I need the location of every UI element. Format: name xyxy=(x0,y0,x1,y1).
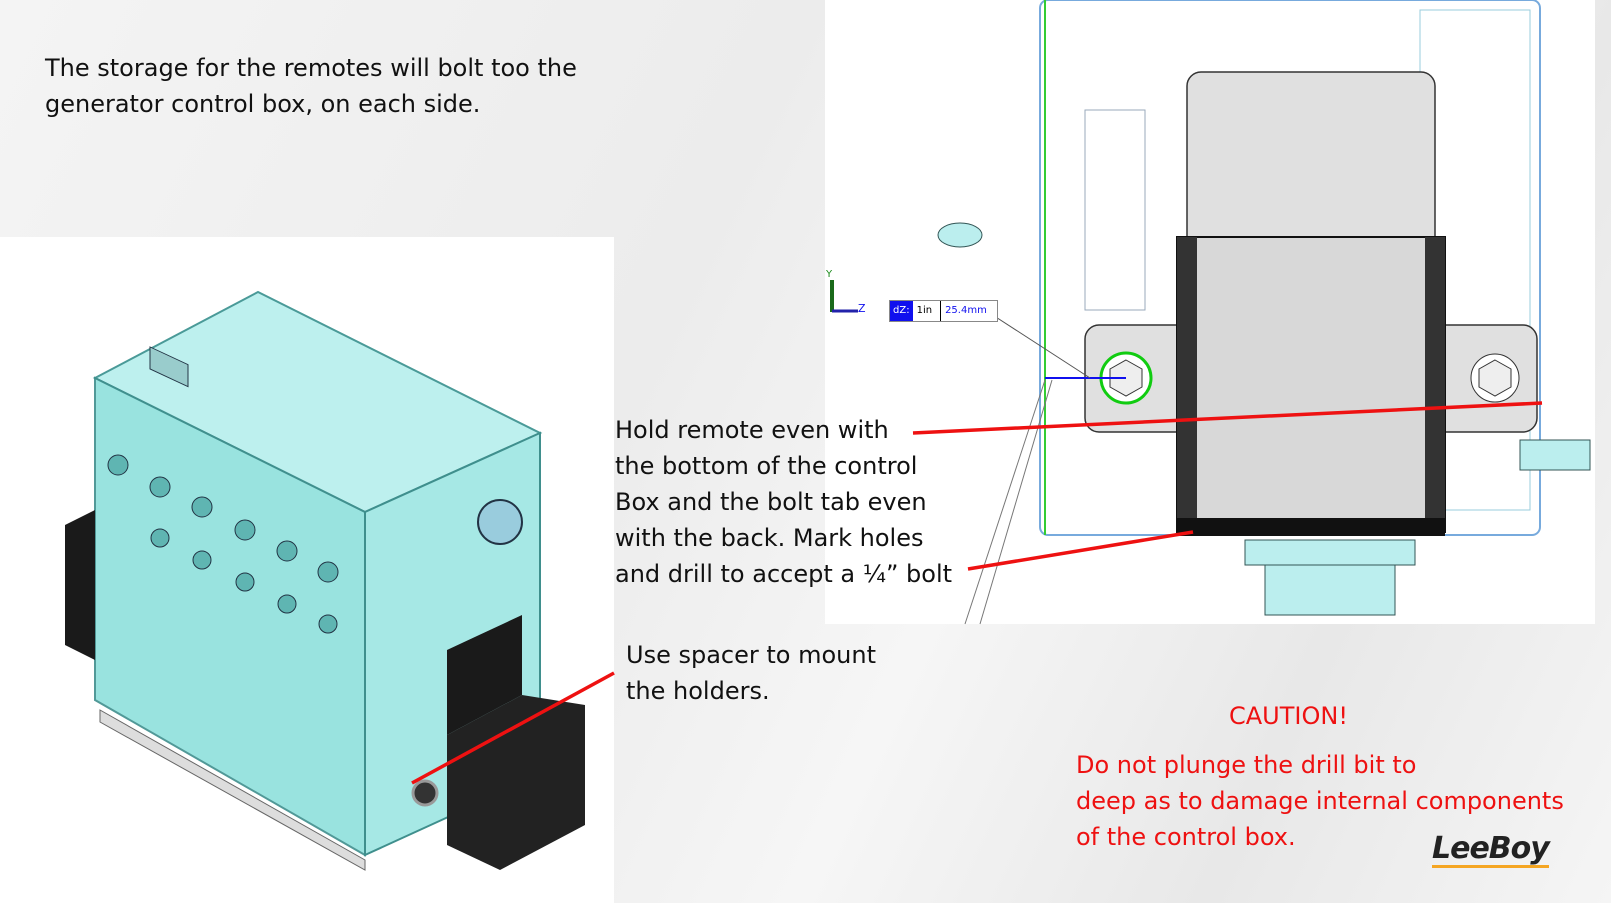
dim-label: dZ: xyxy=(890,301,913,321)
leeboy-logo: LeeBoy xyxy=(1432,831,1550,868)
hold-line: the bottom of the control xyxy=(615,452,918,480)
caution-line: deep as to damage internal components xyxy=(1076,787,1564,815)
axis-y-label: Y xyxy=(826,269,833,280)
hold-line: Hold remote even with xyxy=(615,416,889,444)
caution-line: Do not plunge the drill bit to xyxy=(1076,751,1417,779)
spacer-line: the holders. xyxy=(626,677,770,705)
hold-instructions: Hold remote even with the bottom of the … xyxy=(615,412,952,592)
spacer-line: Use spacer to mount xyxy=(626,641,876,669)
hold-line: and drill to accept a ¼” bolt xyxy=(615,560,953,588)
caution-text: Do not plunge the drill bit to deep as t… xyxy=(1076,747,1564,855)
dim-inches: 1in xyxy=(913,301,942,321)
intro-text-line2: generator control box, on each side. xyxy=(45,90,481,118)
spacer-instructions: Use spacer to mount the holders. xyxy=(626,637,876,709)
dim-mm: 25.4mm xyxy=(945,305,987,316)
hold-line: with the back. Mark holes xyxy=(615,524,924,552)
caution-title: CAUTION! xyxy=(1229,702,1348,730)
axis-z-label: Z xyxy=(858,302,866,315)
isometric-control-box xyxy=(65,290,585,871)
intro-text-line1: The storage for the remotes will bolt to… xyxy=(45,54,577,82)
dimension-readout: dZ: 1in 25.4mm xyxy=(889,300,998,322)
caution-line: of the control box. xyxy=(1076,823,1296,851)
annotation-lines xyxy=(411,401,1543,785)
hold-line: Box and the bolt tab even xyxy=(615,488,927,516)
cad-side-view xyxy=(830,0,1591,625)
